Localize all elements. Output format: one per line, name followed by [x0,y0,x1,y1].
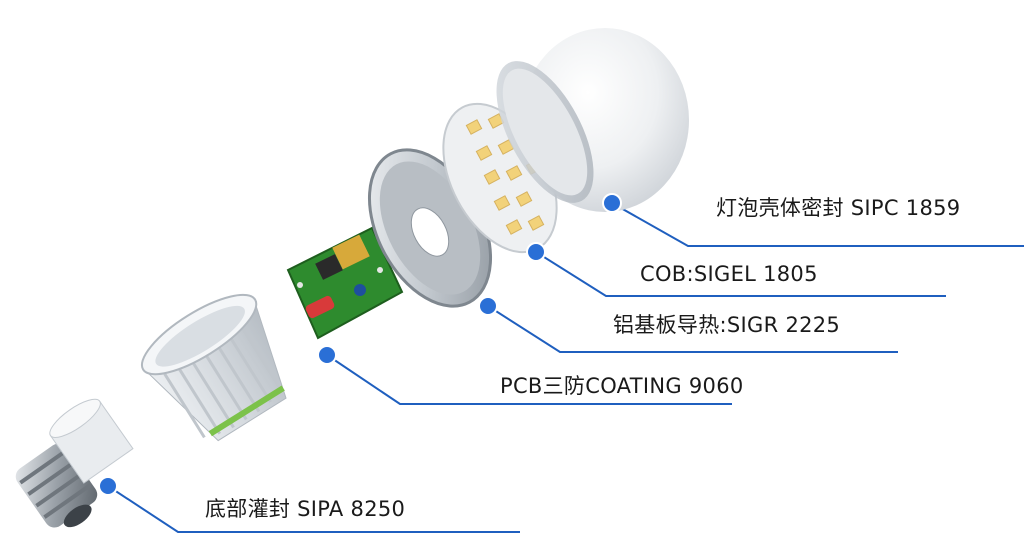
leader-line-aluminum [487,305,898,353]
dot-bulb-cover [602,193,622,213]
label-pcb: PCB三防COATING 9060 [500,374,744,398]
dot-pcb [317,345,337,365]
leader-line-cob [535,251,946,297]
dot-base [98,476,118,496]
screw-base-icon [15,398,134,528]
label-bulb-cover: 灯泡壳体密封 SIPC 1859 [716,196,961,220]
label-cob: COB:SIGEL 1805 [640,262,818,286]
bulb-dome-icon [496,28,689,212]
leader-line-base [107,485,520,533]
label-aluminum-board: 铝基板导热:SIGR 2225 [613,313,841,337]
leader-lines [107,202,1024,533]
callout-dots [98,193,622,496]
leader-line-pcb [326,354,732,405]
dot-cob [526,242,546,262]
heatsink-housing-icon [140,293,287,442]
leader-line-bulb-cover [611,202,1024,247]
dot-aluminum [478,296,498,316]
pcb-driver-board-icon [286,226,404,340]
label-base: 底部灌封 SIPA 8250 [205,497,406,521]
